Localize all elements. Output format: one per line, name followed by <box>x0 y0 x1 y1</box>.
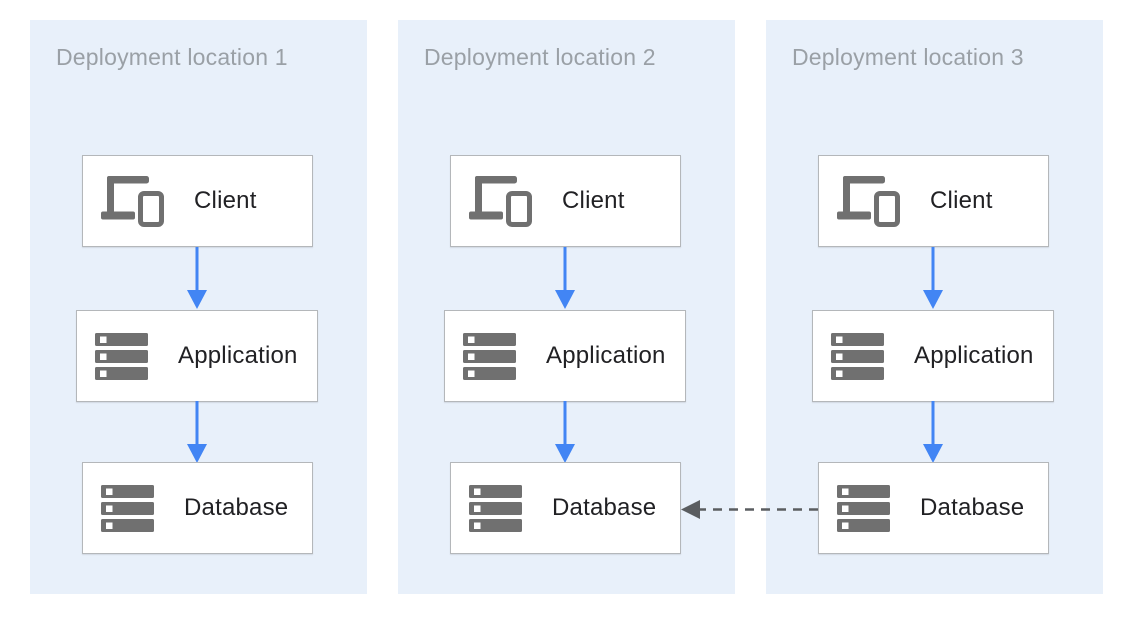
application-node: Application <box>812 310 1054 402</box>
deployment-panel-1: Deployment location 1 Client <box>30 20 367 594</box>
client-node: Client <box>82 155 313 247</box>
client-devices-icon <box>101 175 164 227</box>
client-devices-icon <box>469 175 532 227</box>
panel-title: Deployment location 2 <box>424 44 656 70</box>
down-arrow-icon <box>555 401 575 463</box>
deployment-panel-3: Deployment location 3 Client <box>766 20 1103 594</box>
deployment-panel-2: Deployment location 2 Client <box>398 20 735 594</box>
client-node: Client <box>450 155 681 247</box>
application-node: Application <box>76 310 318 402</box>
node-label: Client <box>562 187 625 214</box>
node-label: Application <box>546 342 666 369</box>
down-arrow-icon <box>187 247 207 309</box>
server-stack-icon <box>95 332 148 380</box>
database-node: Database <box>82 462 313 554</box>
client-devices-icon <box>837 175 900 227</box>
dashed-left-arrow-icon <box>681 500 818 519</box>
down-arrow-icon <box>187 401 207 463</box>
server-stack-icon <box>101 484 154 532</box>
node-label: Client <box>194 187 257 214</box>
database-node: Database <box>818 462 1049 554</box>
server-stack-icon <box>463 332 516 380</box>
node-label: Application <box>914 342 1034 369</box>
node-label: Database <box>184 494 289 521</box>
node-label: Application <box>178 342 298 369</box>
node-label: Database <box>920 494 1025 521</box>
panel-title: Deployment location 3 <box>792 44 1024 70</box>
database-node: Database <box>450 462 681 554</box>
server-stack-icon <box>837 484 890 532</box>
down-arrow-icon <box>923 247 943 309</box>
server-stack-icon <box>469 484 522 532</box>
down-arrow-icon <box>555 247 575 309</box>
server-stack-icon <box>831 332 884 380</box>
down-arrow-icon <box>923 401 943 463</box>
panel-title: Deployment location 1 <box>56 44 288 70</box>
client-node: Client <box>818 155 1049 247</box>
application-node: Application <box>444 310 686 402</box>
node-label: Client <box>930 187 993 214</box>
node-label: Database <box>552 494 657 521</box>
